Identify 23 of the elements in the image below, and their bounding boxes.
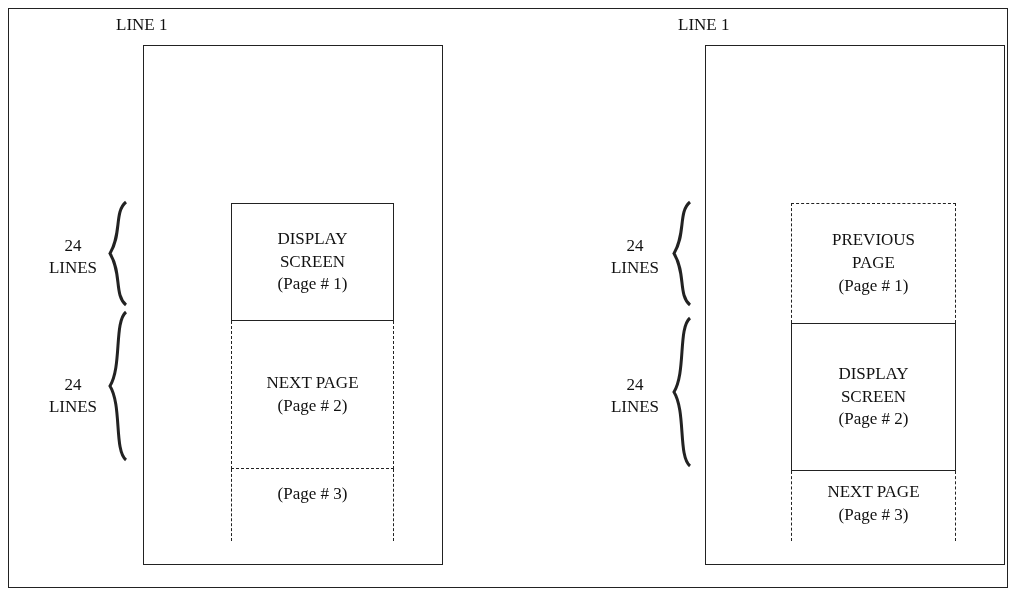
page-number: (Page # 1) xyxy=(838,274,909,297)
page-number: (Page # 3) xyxy=(277,483,348,505)
page-box xyxy=(231,469,394,541)
line-count-label: 24 LINES xyxy=(609,234,661,279)
page-box xyxy=(791,471,956,541)
page-box xyxy=(791,323,956,471)
page-title: NEXT PAGE xyxy=(827,481,920,503)
line-count-label: 24 LINES xyxy=(609,374,661,419)
page-number: (Page # 3) xyxy=(838,503,909,526)
line-count-label: 24 LINES xyxy=(47,234,99,279)
column-heading: LINE 1 xyxy=(116,14,168,36)
column-heading: LINE 1 xyxy=(678,14,730,36)
line-count-label: 24 LINES xyxy=(47,374,99,419)
page-box xyxy=(231,321,394,469)
page-title: PREVIOUS PAGE xyxy=(830,229,917,275)
page-title: NEXT PAGE xyxy=(266,371,359,394)
page-number: (Page # 2) xyxy=(277,394,348,417)
page-title: DISPLAY SCREEN xyxy=(276,227,349,273)
page-box xyxy=(231,203,394,321)
page-number: (Page # 2) xyxy=(838,408,909,431)
page-box xyxy=(791,203,956,323)
page-title: DISPLAY SCREEN xyxy=(837,362,910,408)
page-number: (Page # 1) xyxy=(277,273,348,296)
